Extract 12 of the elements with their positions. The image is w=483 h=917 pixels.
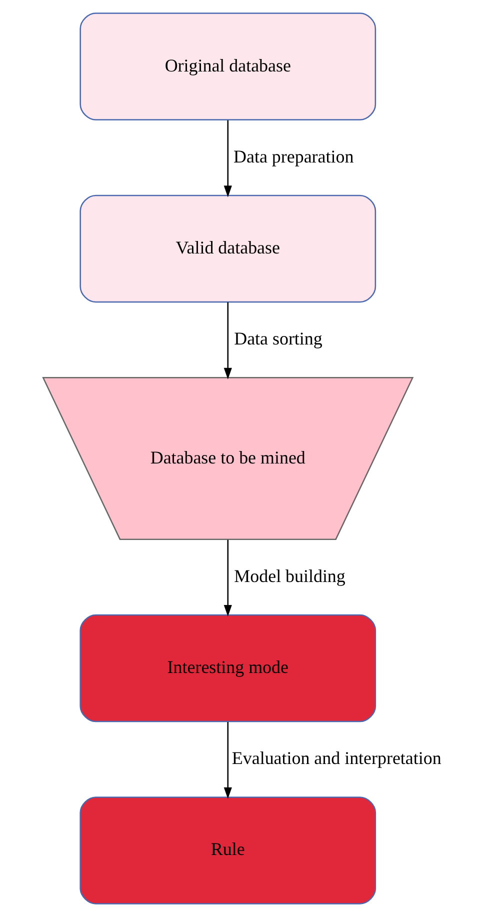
edge-label: Model building <box>234 566 345 586</box>
arrow <box>223 120 232 198</box>
node-box: Interesting mode <box>79 614 376 722</box>
arrow <box>223 540 232 617</box>
edge-label: Data preparation <box>233 146 354 166</box>
node-box: Original database <box>79 12 376 120</box>
edge-label: Data sorting <box>234 328 322 349</box>
edge-label: Evaluation and interpretation <box>231 748 441 768</box>
arrow <box>223 722 232 799</box>
node-box: Valid database <box>79 194 376 303</box>
arrow <box>223 302 232 380</box>
node-box: Rule <box>79 796 376 904</box>
